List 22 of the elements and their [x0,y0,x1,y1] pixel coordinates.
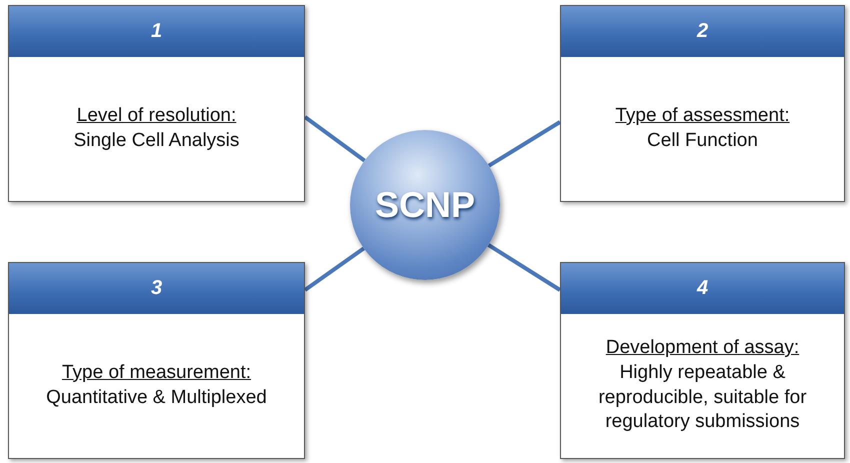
connector-line [304,115,366,162]
card-heading: Type of measurement: [62,360,252,385]
connector-line [488,120,562,168]
card-heading: Level of resolution: [76,104,236,128]
connector-line [304,246,365,292]
info-card [8,5,305,202]
card-text: Cell Function [647,128,758,152]
center-sphere [350,130,500,280]
card-number: 4 [696,276,708,300]
card-number: 3 [150,276,162,300]
info-card [560,262,845,459]
card-text: Single Cell Analysis [74,128,240,152]
card-number: 1 [150,20,162,42]
card-text: Quantitative & Multiplexed [46,386,267,410]
info-card [560,5,845,202]
sphere-label: SCNP [374,184,476,226]
card-heading: Development of assay: [606,336,800,360]
card-number: 2 [696,20,708,42]
card-heading: Type of assessment: [615,104,790,128]
info-card [8,262,305,459]
card-text: Highly repeatable & reproducible, suitable for regulatory submissions [597,360,808,434]
connector-line [487,243,562,292]
